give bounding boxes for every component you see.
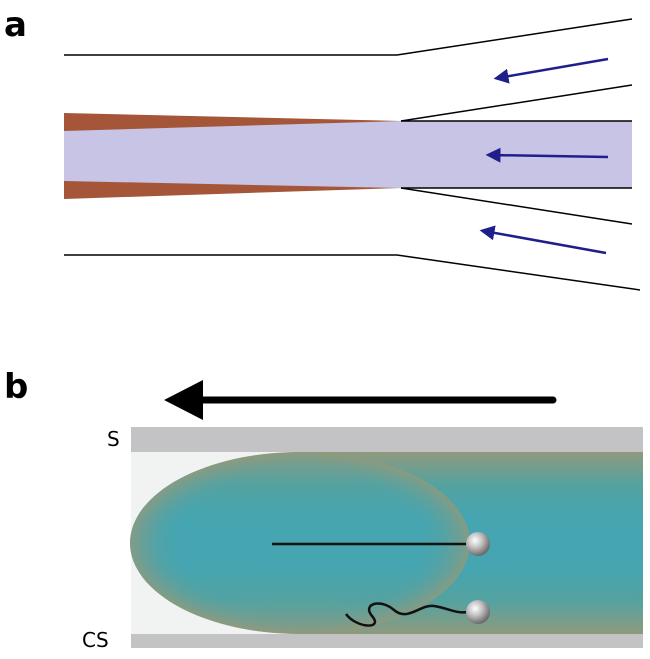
- top-surface-bar: [131, 427, 643, 452]
- left-arrow-icon: [164, 380, 557, 420]
- outer-bottom-wall: [64, 254, 641, 291]
- panel-a: a: [4, 5, 641, 291]
- panel-a-label: a: [4, 5, 27, 45]
- coiled-tether: [344, 602, 469, 627]
- inner-top-inlet-wall: [400, 84, 633, 122]
- big-arrow-head: [164, 380, 203, 420]
- left-arrow-icon: [493, 57, 609, 84]
- bead-icon: [466, 532, 490, 556]
- upper-tapered-wall: [64, 113, 401, 131]
- panel-b-label: b: [4, 367, 28, 407]
- inner-bottom-inlet-wall: [400, 187, 633, 225]
- panel-b: b S CS: [4, 367, 643, 652]
- top-surface-label: S: [107, 427, 120, 451]
- channel-outline: [64, 18, 641, 291]
- outer-top-wall: [64, 18, 633, 56]
- bottom-surface-bar: [131, 634, 643, 648]
- central-stream: [64, 121, 632, 188]
- flow-arrows: [479, 57, 609, 255]
- left-arrow-icon: [485, 147, 609, 163]
- bead-icon: [466, 600, 490, 624]
- left-arrow-icon: [479, 225, 607, 255]
- lower-tapered-wall: [64, 181, 401, 199]
- bottom-surface-label: CS: [82, 628, 109, 652]
